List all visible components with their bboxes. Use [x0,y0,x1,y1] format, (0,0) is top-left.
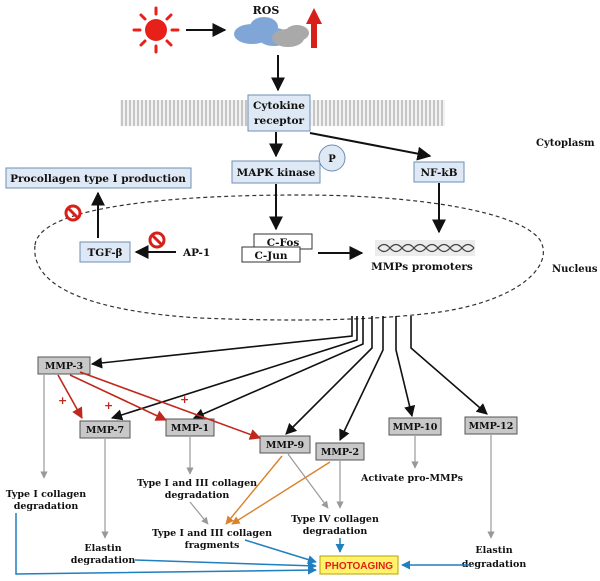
nucleus-outline [34,194,544,321]
elastin-degradation-left-2: degradation [71,555,136,566]
plus-sign-mmp7: + [58,394,67,407]
phosphate-label: P [328,154,336,165]
elastin-degradation-right-1: Elastin [475,545,512,556]
activate-pro-mmps-label: Activate pro-MMPs [360,473,463,484]
mmp10-label: MMP-10 [393,422,438,433]
phosphate-badge [318,144,346,172]
up-arrow-icon [306,8,322,48]
cytokine-receptor-box [247,94,311,132]
teal-arrow-type1-to-photoaging [15,513,317,575]
orange-arrow-mmp2-fragments [231,461,331,525]
arrow-nucleus-to-mmp2 [339,316,384,442]
mmp1-label: MMP-1 [171,423,209,434]
tgf-beta-label: TGF-β [87,247,122,259]
receptor-label-line1: Cytokine [253,100,305,112]
mmp7-node: MMP-7 [79,420,131,439]
mmps-promoters-label: MMPs promoters [371,261,473,273]
arrow-nucleus-to-mmp9 [285,316,373,435]
cjun-label: C-Jun [255,250,288,262]
arrow-nucleus-to-mmp3 [90,316,353,369]
plus-sign-mmp1: + [104,399,113,412]
cloud-icon [234,17,309,47]
mmp2-node: MMP-2 [315,442,365,461]
mmp3-label: MMP-3 [45,361,83,372]
red-arrow-mmp3-to-mmp9 [79,371,262,440]
inhibit-icon-tgf [148,231,166,249]
arrow-nucleus-to-mmp1 [192,316,364,420]
procollagen-box [5,167,192,189]
nucleus-label: Nucleus [552,264,598,275]
ap1-label: AP-1 [182,247,210,259]
plus-sign-mmp9: + [180,393,189,406]
mapk-kinase-box [231,160,321,184]
gray-arrow-mmp9-type4 [287,453,329,509]
red-arrow-mmp3-to-mmp1 [69,374,168,421]
photoaging-label: PHOTOAGING [325,561,393,572]
cjun-box [241,246,301,263]
mmp12-label: MMP-12 [469,421,514,432]
tgf-beta-box [79,241,131,263]
teal-arrow-fragments-to-photoaging [244,539,317,564]
receptor-label-line2: receptor [254,115,304,127]
arrow-nucleus-to-mmp10 [395,316,416,418]
arrow-receptor-to-nfkb [309,132,432,161]
teal-arrow-elastin-to-photoaging [134,559,317,571]
arrow-nucleus-to-mmp7 [110,316,358,421]
type4-collagen-label-2: degradation [303,526,368,537]
cytoplasm-label: Cytoplasm [536,138,595,149]
type4-collagen-label-1: Type IV collagen [291,514,379,525]
mmp12-node: MMP-12 [464,416,518,435]
elastin-degradation-left-1: Elastin [84,543,121,554]
dna-strand-icon [375,240,475,256]
sun-icon [132,6,180,54]
type13-degradation-label-2: degradation [165,490,230,501]
gray-arrow-mmp1-fragments [189,501,209,525]
type1-collagen-label-2: degradation [14,501,79,512]
mmp9-node: MMP-9 [259,435,311,454]
nfkb-box [413,161,465,183]
procollagen-label: Procollagen type I production [10,173,186,185]
mapk-kinase-label: MAPK kinase [237,167,316,179]
elastin-degradation-right-2: degradation [462,559,527,570]
fragments-label-1: Type I and III collagen [152,528,272,539]
mmp2-label: MMP-2 [321,447,359,458]
orange-arrow-mmp9-fragments [225,455,283,525]
photoaging-box [319,555,399,575]
mmp7-label: MMP-7 [86,425,124,436]
mmp9-label: MMP-9 [266,440,305,451]
mmp10-node: MMP-10 [388,417,442,436]
inhibit-icon-procollagen [64,204,82,222]
fragments-label-2: fragments [185,540,240,551]
mmp3-node: MMP-3 [37,356,91,375]
red-arrow-mmp3-to-mmp7 [57,374,83,419]
ros-label: ROS [253,4,280,17]
arrow-nucleus-to-mmp12 [410,316,488,415]
mmp1-node: MMP-1 [165,418,215,437]
nfkb-label: NF-kB [420,167,457,179]
type13-degradation-label-1: Type I and III collagen [137,478,257,489]
type1-collagen-label-1: Type I collagen [6,489,86,500]
cfos-label: C-Fos [267,237,300,249]
